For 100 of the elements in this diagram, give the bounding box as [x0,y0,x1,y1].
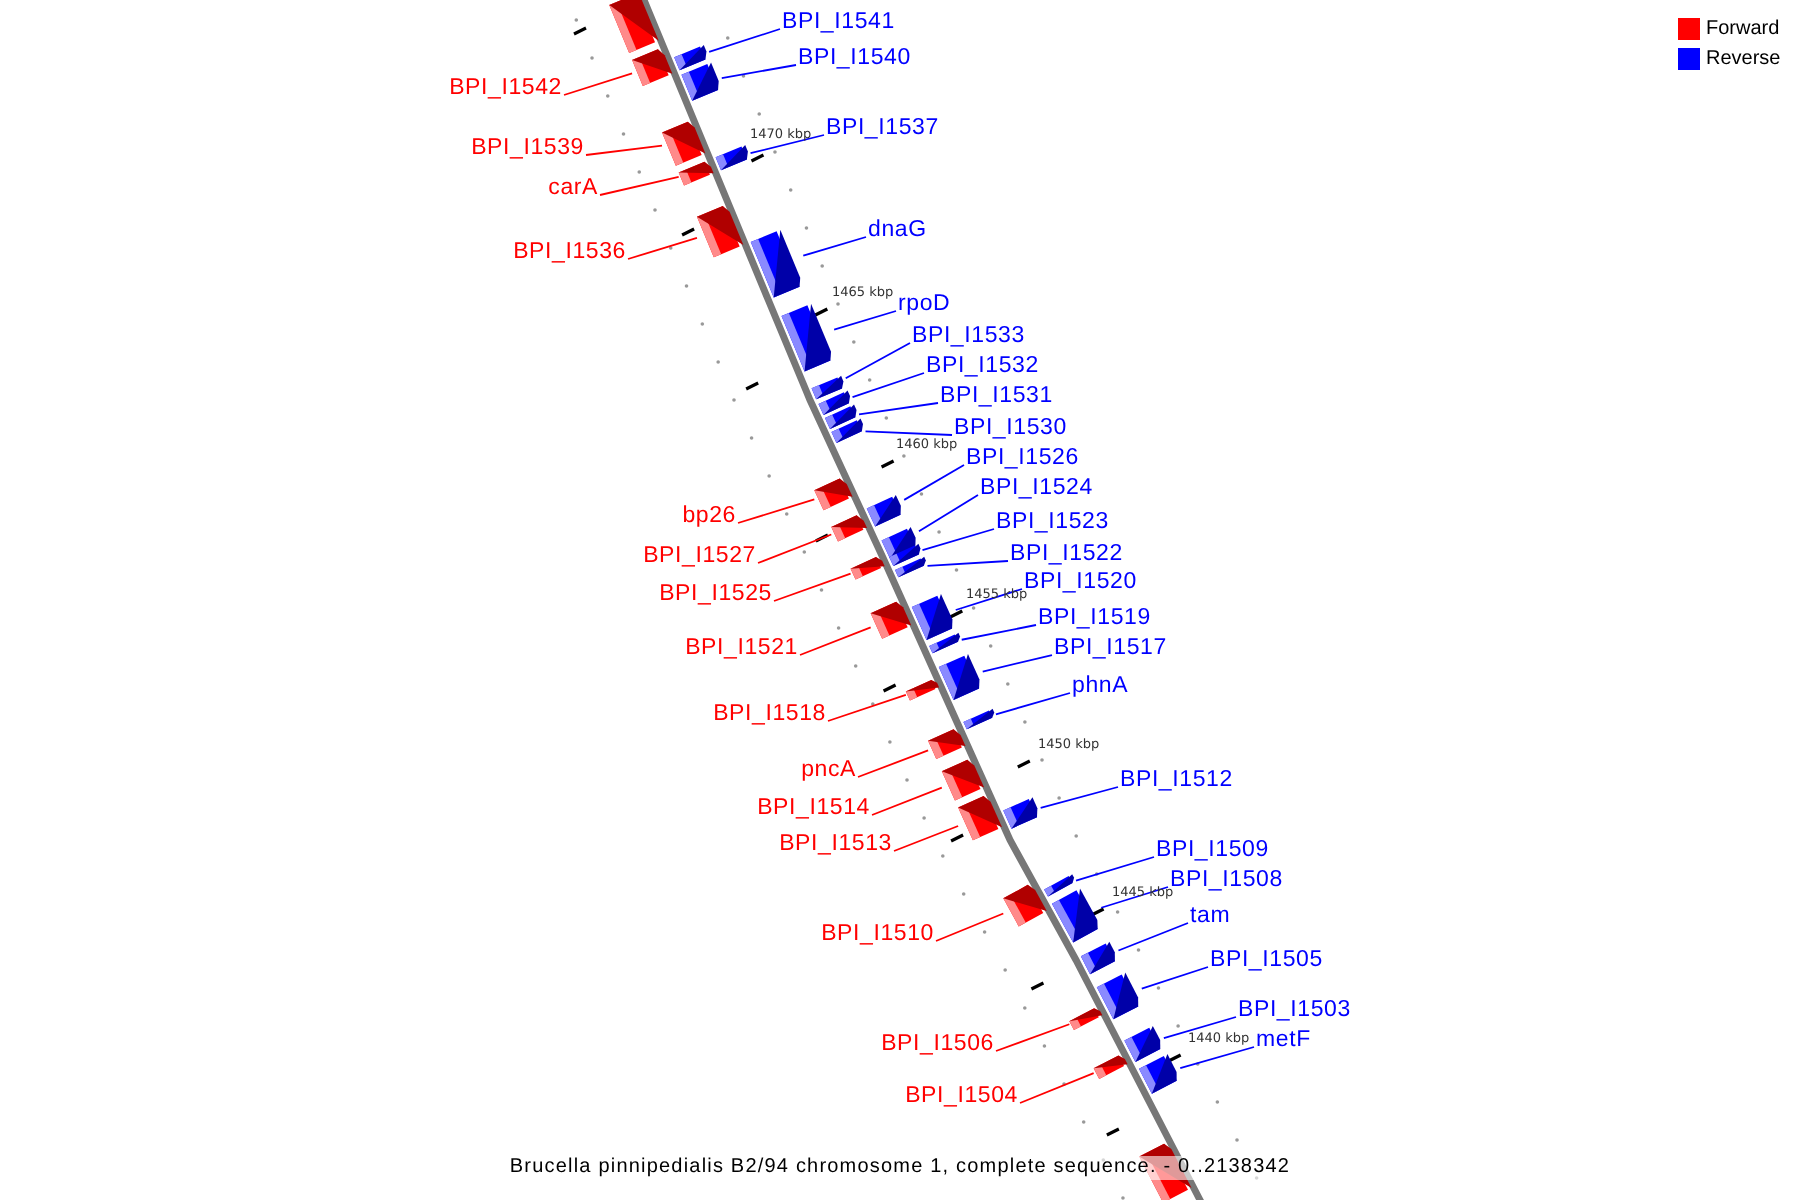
gene-label: dnaG [868,218,927,244]
leader-line [981,654,1053,673]
leader-line [833,310,897,331]
gene-block [678,161,714,186]
leader-line [960,624,1037,641]
leader-line [720,64,797,79]
leader-line [599,176,680,196]
gene-block [866,494,901,527]
gene-block [715,145,748,171]
gene-label: BPI_I1536 [513,240,626,266]
gene-block [1044,874,1075,897]
leader-line [749,134,825,155]
gene-label: metF [1256,1028,1311,1054]
gene-label: BPI_I1513 [779,832,892,858]
gene-label: BPI_I1520 [1024,570,1137,596]
leader-line [585,144,663,156]
leader-line [918,494,979,533]
leader-line [995,1023,1071,1052]
leader-line [864,430,953,436]
gene-label: BPI_I1523 [996,510,1109,536]
gene-label: pncA [801,758,856,784]
leader-line [1117,922,1189,952]
caption: Brucella pinnipedialis B2/94 chromosome 1, complete sequence. - 0..2138342 [509,1156,1291,1180]
gene-block [929,632,961,654]
gene-block [1069,1008,1103,1031]
gene-label: BPI_I1508 [1170,868,1283,894]
gene-label: BPI_I1539 [471,136,584,162]
gene-label: tam [1190,904,1231,930]
gene-label: BPI_I1532 [926,354,1039,380]
gene-label: BPI_I1514 [757,796,870,822]
gene-block [928,729,966,760]
leader-line [563,72,633,96]
gene-label: BPI_I1541 [782,10,895,36]
gene-label: BPI_I1506 [881,1032,994,1058]
gene-label: BPI_I1518 [713,702,826,728]
gene-label: BPI_I1542 [449,76,562,102]
gene-label: BPI_I1537 [826,116,939,142]
leader-line [954,588,1023,611]
gene-label: BPI_I1531 [940,384,1053,410]
gene-label: BPI_I1521 [685,636,798,662]
gene-block [1093,1055,1128,1079]
leader-line [1162,1016,1237,1040]
gene-label: phnA [1072,674,1129,700]
leader-line [1039,786,1119,809]
gene-block [831,515,868,542]
gene-block [831,418,863,443]
gene-block [1138,1054,1177,1094]
gene-block [870,601,912,639]
leader-line [851,372,925,398]
leader-line [1019,1072,1095,1104]
gene-label: BPI_I1509 [1156,838,1269,864]
legend-label: Reverse [1706,48,1781,72]
leader-line [935,912,1005,942]
leader-line [857,749,929,778]
leader-line [926,560,1009,567]
gene-label: BPI_I1512 [1120,768,1233,794]
leader-line [773,572,852,602]
gene-block [1080,941,1115,975]
gene-block [681,62,719,101]
gene-block [1096,972,1139,1020]
leader-line [844,342,911,380]
gene-label: BPI_I1517 [1054,636,1167,662]
legend-label: Forward [1706,18,1780,42]
gene-label: carA [548,176,598,202]
gene-block [958,796,1003,841]
gene-label: bp26 [682,504,736,530]
gene-label: BPI_I1533 [912,324,1025,350]
gene-label: rpoD [898,292,951,318]
leader-line [1140,966,1209,990]
leader-line [799,626,872,656]
gene-block [814,478,853,511]
leader-line [1075,856,1155,882]
gene-label: BPI_I1510 [821,922,934,948]
leader-line [737,498,816,524]
gene-block [632,49,673,86]
leader-line [921,528,995,551]
gene-block [781,303,832,372]
gene-label: BPI_I1540 [798,46,911,72]
leader-line [627,237,698,260]
gene-label: BPI_I1504 [905,1084,1018,1110]
gene-block [1051,888,1098,943]
leader-line [757,533,833,564]
leader-line [802,236,867,257]
gene-label: BPI_I1525 [659,582,772,608]
gene-label: BPI_I1526 [966,446,1079,472]
leader-line [893,825,959,852]
gene-label: BPI_I1524 [980,476,1093,502]
leader-line [708,28,781,53]
gene-block [609,0,659,54]
gene-block [811,375,844,400]
gene-block [1003,884,1047,927]
leader-line [827,694,907,722]
gene-label: BPI_I1530 [954,416,1067,442]
leader-line [995,692,1071,716]
leader-line [903,464,965,501]
gene-block [674,45,707,71]
gene-label: BPI_I1522 [1010,542,1123,568]
gene-block [850,557,885,580]
gene-label: BPI_I1519 [1038,606,1151,632]
leader-line [1179,1046,1255,1069]
